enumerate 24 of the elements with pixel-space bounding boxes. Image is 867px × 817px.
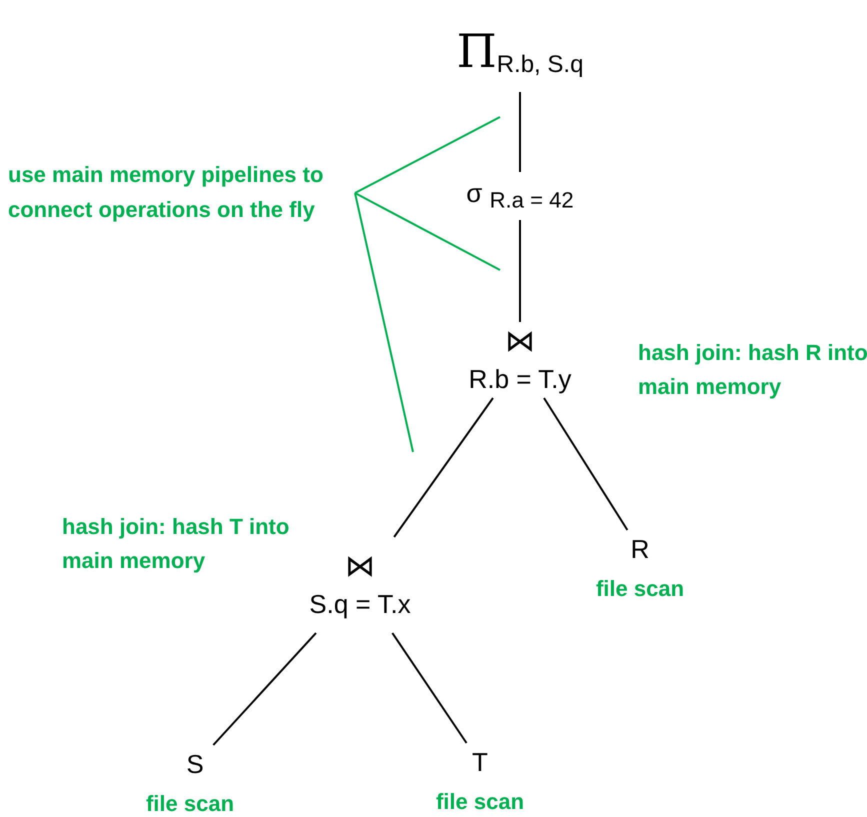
leader-line [354,192,414,452]
operator-label: S [186,749,204,781]
annotation-note: use main memory pipelines to connect operations on the fly [8,160,324,224]
tree-edge [212,632,317,746]
join-condition: R.b = T.y [468,364,572,396]
annotation-note: hash join: hash T into main memory [62,513,290,576]
operator-label: Π$_{R.b, S.q}$ [456,24,584,80]
annotation-note: file scan [594,575,686,603]
join-symbol: ⋈ [345,549,375,586]
annotation-note: file scan [144,790,236,817]
join-symbol: ⋈ [505,324,535,360]
join-condition: S.q = T.x [309,589,411,621]
annotation-note: file scan [434,788,526,816]
tree-edge [519,92,521,172]
leader-line [354,116,500,194]
operator-label: T [472,747,488,779]
annotation-note: hash join: hash R into main memory [638,339,867,402]
tree-edge [392,632,468,744]
operator-label: R [630,534,650,566]
tree-edge [543,397,628,531]
leader-line [354,192,500,271]
tree-edge [519,220,521,322]
tree-edge [393,397,494,538]
operator-label: σ $_{R.a = 42}$ [466,178,574,214]
